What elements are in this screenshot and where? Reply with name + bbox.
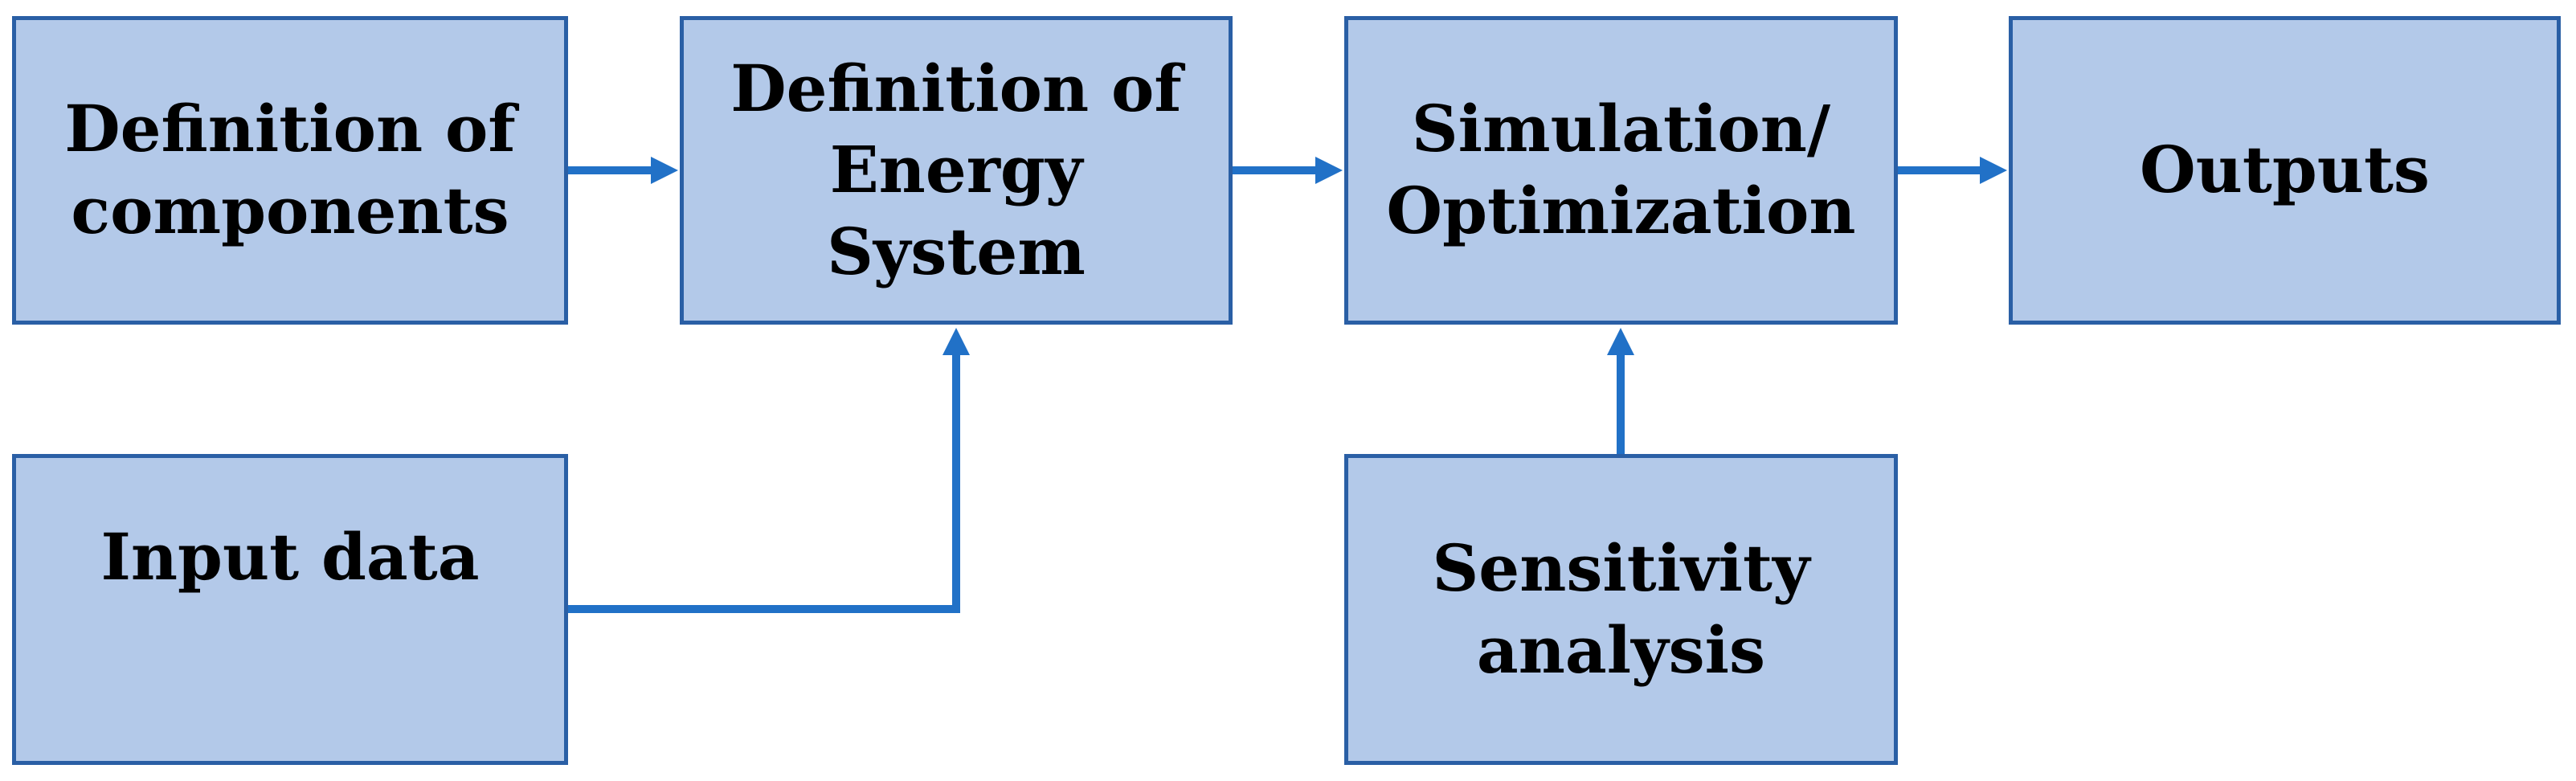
- box-label-line: Sensitivity: [1432, 530, 1810, 606]
- arrow-simulation-to-outputs: [1898, 157, 2007, 184]
- arrow-input-data-to-energy-system: [568, 328, 970, 613]
- box-label-line: components: [71, 173, 509, 248]
- box-label-line: Input data: [100, 518, 480, 595]
- arrow-components-to-energy-system: [568, 157, 678, 184]
- box-label-line: Definition of: [730, 50, 1182, 126]
- box-label-line: System: [827, 213, 1086, 289]
- box-label-line: analysis: [1476, 611, 1766, 688]
- flowchart-box-sensitivity-analysis: Sensitivity analysis: [1344, 454, 1898, 765]
- box-label-line: Outputs: [2140, 132, 2430, 208]
- flowchart-box-simulation-optimization: Simulation/ Optimization: [1344, 16, 1898, 325]
- box-label-line: Energy: [829, 132, 1083, 208]
- arrow-sensitivity-to-simulation: [1607, 328, 1634, 454]
- box-label-line: Simulation/: [1411, 91, 1831, 167]
- box-label-line: Definition of: [64, 91, 516, 167]
- flowchart-box-input-data: Input data: [12, 454, 568, 765]
- box-label-line: Optimization: [1386, 173, 1856, 248]
- flowchart-box-definition-of-components: Definition of components: [12, 16, 568, 325]
- flowchart-box-definition-of-energy-system: Definition of Energy System: [680, 16, 1233, 325]
- arrow-energy-system-to-simulation: [1233, 157, 1343, 184]
- flowchart-box-outputs: Outputs: [2009, 16, 2561, 325]
